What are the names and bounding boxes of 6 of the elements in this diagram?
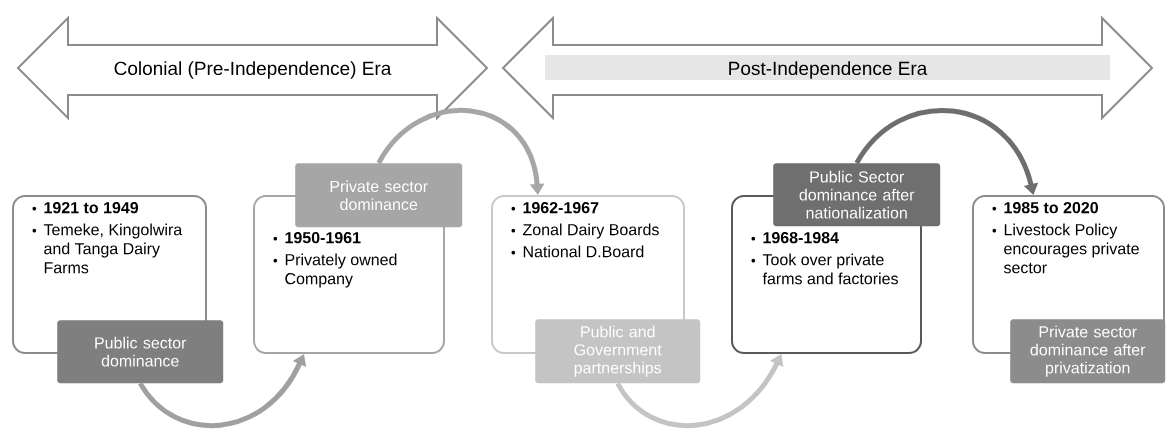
label-box: Private sector dominance bbox=[295, 163, 463, 228]
curved-arrow bbox=[615, 354, 784, 428]
label-box: Public and Government partnerships bbox=[535, 319, 701, 384]
label-box: Private sector dominance after privatization bbox=[1010, 319, 1166, 384]
label-box: Public sector dominance bbox=[57, 320, 224, 384]
label-box: Public Sector dominance after nationalization bbox=[773, 163, 941, 227]
